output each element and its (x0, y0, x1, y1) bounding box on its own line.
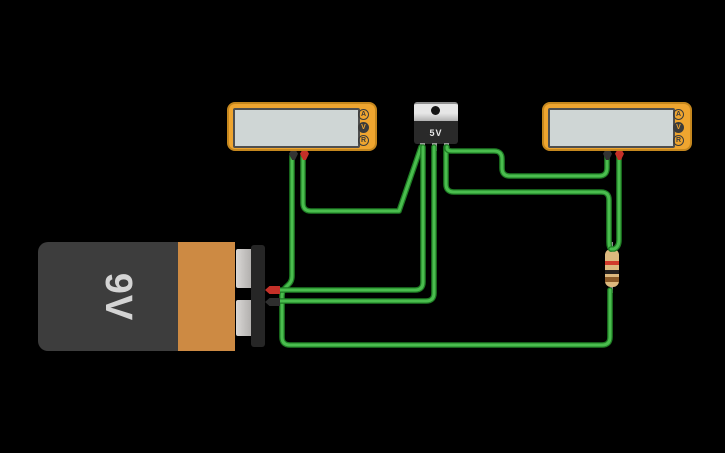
wire-battery-negative-to-regulator-ground[interactable] (276, 144, 437, 304)
wire-left-meter-black-to-resistor-bottom[interactable] (279, 153, 613, 348)
resistor[interactable] (605, 249, 619, 287)
battery-clip-strip (251, 245, 265, 347)
battery-positive-plug[interactable] (265, 286, 280, 294)
multimeter-right[interactable]: A V R (542, 102, 692, 151)
multimeter-right-red-probe[interactable] (615, 151, 624, 160)
multimeter-left-black-probe[interactable] (289, 151, 298, 160)
amps-mode-button[interactable]: A (358, 109, 369, 120)
multimeter-right-display (548, 108, 675, 148)
wire-regulator-output-to-resistor-top[interactable] (443, 144, 614, 252)
battery-positive-terminal (236, 249, 255, 288)
volts-mode-button[interactable]: V (673, 122, 684, 133)
multimeter-right-mode-buttons: A V R (673, 109, 684, 146)
voltage-regulator[interactable]: 5V (414, 121, 458, 144)
resistor-band (605, 261, 619, 265)
battery-negative-plug[interactable] (265, 298, 280, 306)
battery-negative-terminal (236, 300, 255, 336)
amps-mode-button[interactable]: A (673, 109, 684, 120)
volts-mode-button[interactable]: V (358, 122, 369, 133)
multimeter-left[interactable]: A V R (227, 102, 377, 151)
wire-battery-positive-to-regulator-input[interactable] (276, 144, 426, 293)
wire-regulator-output-to-right-meter-black[interactable] (444, 144, 610, 179)
multimeter-left-red-probe[interactable] (300, 151, 309, 160)
battery-cap (178, 242, 235, 351)
resistance-mode-button[interactable]: R (673, 135, 684, 146)
multimeter-right-black-probe[interactable] (603, 151, 612, 160)
wire-left-meter-red-to-regulator-input[interactable] (300, 144, 424, 214)
battery-9v[interactable]: 9V (38, 242, 235, 351)
resistor-band (605, 277, 619, 282)
multimeter-left-mode-buttons: A V R (358, 109, 369, 146)
wire-right-meter-red-to-resistor-top[interactable] (608, 153, 622, 252)
resistor-band (605, 270, 619, 274)
multimeter-left-display (233, 108, 360, 148)
regulator-mounting-hole (431, 106, 440, 115)
resistance-mode-button[interactable]: R (358, 135, 369, 146)
regulator-label: 5V (429, 127, 443, 138)
